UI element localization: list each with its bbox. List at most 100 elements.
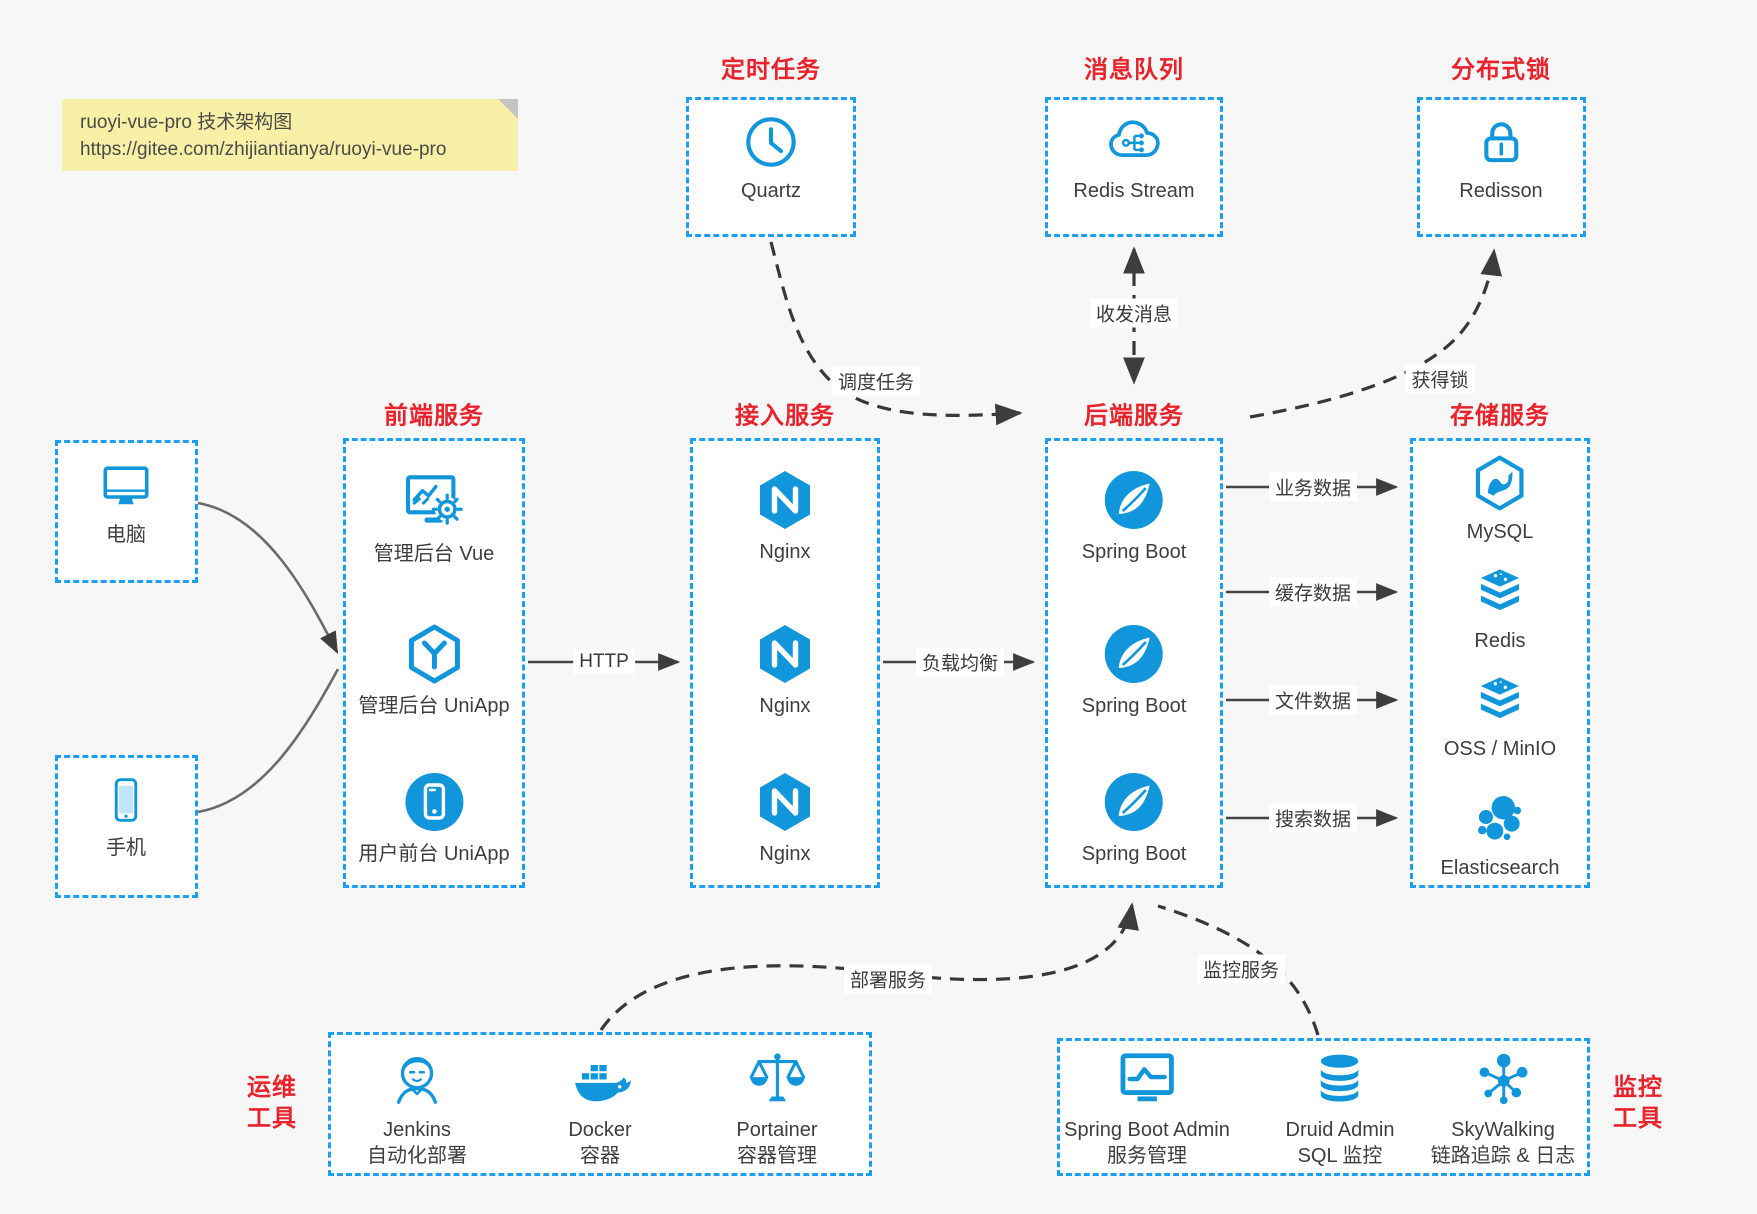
spring-boot-icon (1104, 471, 1163, 529)
node-label: 手机 (106, 837, 146, 859)
edge-label-messaging: 收发消息 (1089, 298, 1179, 328)
node-sublabel: 容器管理 (737, 1145, 817, 1167)
node-label: Nginx (759, 843, 811, 865)
node-label: Spring Boot (1081, 541, 1187, 563)
desktop-icon (103, 466, 149, 505)
title-scheduled-task: 定时任务 (721, 56, 821, 84)
node-admin-uniapp: 管理后台 UniApp (358, 622, 510, 719)
edge-label-load-balance: 负载均衡 (915, 647, 1005, 677)
pc-client-box (55, 440, 198, 583)
node-phone-client: 手机 (100, 772, 152, 861)
title-distributed-lock: 分布式锁 (1451, 56, 1551, 84)
node-sublabel: 链路追踪 & 日志 (1430, 1145, 1576, 1167)
node-label: MySQL (1466, 521, 1534, 543)
edge-phone-to-frontend (197, 668, 340, 814)
note-fold-corner (498, 99, 518, 119)
node-nginx-1: Nginx (753, 468, 817, 565)
note-url: https://gitee.com/zhijiantianya/ruoyi-vu… (80, 138, 447, 160)
lock-icon (1484, 122, 1518, 163)
springboot-admin-icon (1120, 1053, 1174, 1102)
clock-icon (746, 117, 796, 167)
note-title: ruoyi-vue-pro 技术架构图 (80, 112, 293, 133)
edge-label-acquire-lock: 获得锁 (1405, 364, 1475, 394)
node-admin-vue: 管理后台 Vue (374, 468, 494, 567)
title-frontend-services: 前端服务 (384, 402, 484, 430)
node-sublabel: 容器 (579, 1145, 620, 1167)
node-user-uniapp: 用户前台 UniApp (358, 770, 510, 867)
docker-icon (574, 1064, 631, 1102)
node-portainer: Portainer 容器管理 (736, 1048, 818, 1169)
node-nginx-3: Nginx (753, 770, 817, 867)
title-backend-services: 后端服务 (1084, 402, 1184, 430)
nginx-icon (760, 471, 810, 529)
edge-label-schedule-task: 调度任务 (831, 366, 921, 396)
node-label: Elasticsearch (1440, 857, 1560, 879)
message-queue-box (1045, 97, 1223, 237)
node-oss-minio: OSS / MinIO (1444, 671, 1556, 762)
cloud-network-icon (1108, 120, 1160, 157)
user-app-icon (405, 773, 463, 831)
node-label: Spring Boot Admin (1064, 1119, 1230, 1141)
node-label: Spring Boot (1081, 695, 1187, 717)
node-elasticsearch: Elasticsearch (1440, 788, 1560, 881)
ops-tools-side-label: 运维 工具 (247, 1072, 297, 1134)
node-label: SkyWalking (1451, 1119, 1555, 1141)
node-nginx-2: Nginx (753, 622, 817, 719)
node-redisson: Redisson (1459, 113, 1543, 204)
node-label: 用户前台 UniApp (358, 843, 510, 865)
druid-icon (1321, 1054, 1359, 1102)
node-spring-boot-3: Spring Boot (1081, 770, 1187, 867)
edge-pc-to-frontend (197, 501, 339, 654)
node-label: Quartz (740, 180, 802, 202)
node-label: 管理后台 Vue (373, 543, 495, 565)
node-label: Nginx (759, 541, 811, 563)
node-label: Spring Boot (1081, 843, 1187, 865)
node-pc-client: 电脑 (97, 461, 155, 548)
node-jenkins: Jenkins 自动化部署 (367, 1048, 467, 1169)
node-redis: Redis (1471, 563, 1529, 654)
uniapp-hexagon-icon (408, 624, 460, 684)
node-skywalking: SkyWalking 链路追踪 & 日志 (1431, 1048, 1575, 1169)
title-message-queue: 消息队列 (1084, 56, 1184, 84)
node-label: OSS / MinIO (1443, 738, 1557, 760)
storage-layers-icon (1480, 677, 1520, 719)
edge-label-search-data: 搜索数据 (1268, 803, 1358, 833)
jenkins-icon (396, 1057, 438, 1104)
spring-boot-icon (1104, 625, 1163, 683)
portainer-icon (749, 1053, 805, 1102)
edge-label-deploy-service: 部署服务 (843, 964, 933, 994)
node-sublabel: SQL 监控 (1297, 1145, 1383, 1167)
elasticsearch-icon (1478, 795, 1522, 841)
ops-tools-side-label-line1: 运维 (247, 1073, 297, 1101)
skywalking-icon (1479, 1053, 1528, 1105)
node-label: Redis Stream (1073, 180, 1195, 202)
sticky-note: ruoyi-vue-pro 技术架构图 https://gitee.com/zh… (62, 99, 518, 171)
edge-label-http: HTTP (573, 650, 635, 674)
mysql-icon (1476, 455, 1524, 511)
node-spring-boot-1: Spring Boot (1081, 468, 1187, 565)
node-druid-admin: Druid Admin SQL 监控 (1285, 1048, 1395, 1169)
monitor-tools-side-label-line1: 监控 (1613, 1073, 1663, 1101)
node-redis-stream: Redis Stream (1073, 111, 1195, 204)
ops-tools-box (328, 1032, 872, 1176)
nginx-icon (760, 773, 810, 831)
node-label: Redisson (1459, 180, 1543, 202)
node-label: Jenkins (383, 1119, 451, 1141)
node-label: Portainer (736, 1119, 818, 1141)
title-gateway-services: 接入服务 (735, 402, 835, 430)
distributed-lock-box (1417, 97, 1586, 237)
node-springboot-admin: Spring Boot Admin 服务管理 (1064, 1048, 1230, 1169)
redis-icon (1480, 569, 1520, 611)
admin-vue-icon (406, 475, 463, 525)
edge-label-file-data: 文件数据 (1268, 685, 1358, 715)
edge-label-cache-data: 缓存数据 (1268, 577, 1358, 607)
node-label: Druid Admin (1285, 1119, 1395, 1141)
node-sublabel: 服务管理 (1107, 1145, 1187, 1167)
ops-tools-side-label-line2: 工具 (247, 1105, 297, 1132)
node-mysql: MySQL (1466, 454, 1534, 545)
node-label: Redis (1474, 630, 1526, 652)
node-label: Docker (568, 1119, 632, 1141)
spring-boot-icon (1104, 773, 1163, 831)
edge-label-monitor-service: 监控服务 (1196, 954, 1286, 984)
